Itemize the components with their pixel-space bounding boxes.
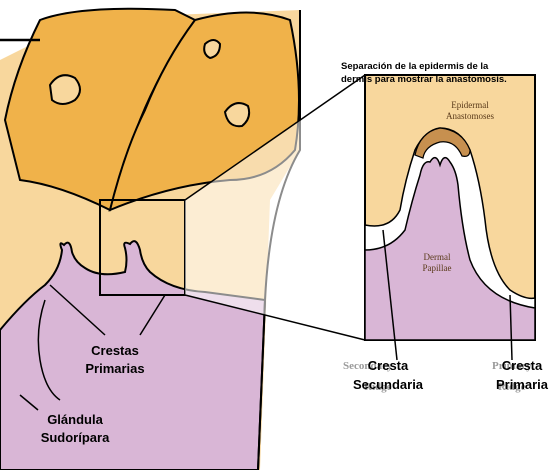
- dermal-papillae-label-2: Papillae: [423, 263, 452, 273]
- label-crestas-1: Crestas: [91, 343, 139, 358]
- label-cresta-primaria-1: Cresta: [502, 358, 543, 373]
- caption-line-2: dermis para mostrar la anastomosis.: [341, 74, 507, 85]
- pore-hole: [225, 103, 249, 126]
- dermal-papillae-label-1: Dermal: [424, 252, 451, 262]
- label-crestas-2: Primarias: [85, 361, 144, 376]
- caption-line-1: Separación de la epidermis de la: [341, 61, 489, 72]
- label-glandula-1: Glándula: [47, 412, 103, 427]
- epidermal-anastomoses-label-2: Anastomoses: [446, 111, 494, 121]
- pore-hole: [50, 75, 80, 104]
- epidermal-anastomoses-label-1: Epidermal: [451, 100, 489, 110]
- label-cresta-primaria-2: Primaria: [496, 377, 549, 392]
- label-cresta-secundaria-2: Secundaria: [353, 377, 424, 392]
- label-glandula-2: Sudorípara: [41, 430, 110, 445]
- label-cresta-secundaria-1: Cresta: [368, 358, 409, 373]
